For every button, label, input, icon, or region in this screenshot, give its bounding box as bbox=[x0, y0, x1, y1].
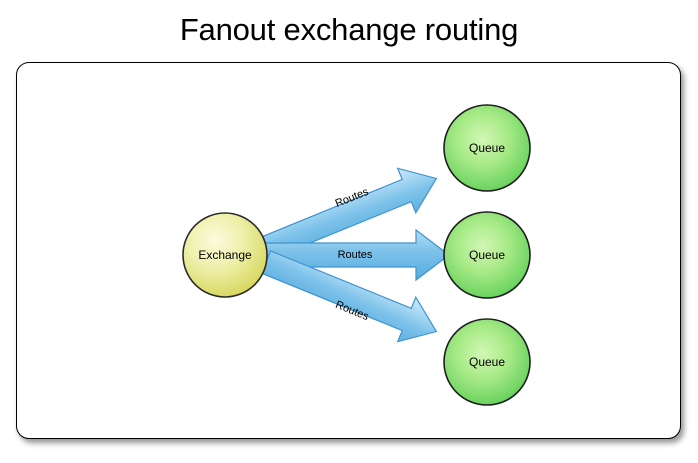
queue-top-circle bbox=[443, 104, 531, 192]
exchange-circle bbox=[182, 212, 268, 298]
queue-middle-label: Queue bbox=[469, 248, 505, 262]
page-title: Fanout exchange routing bbox=[179, 12, 519, 47]
queue-middle-circle bbox=[443, 211, 531, 299]
queue-top-label: Queue bbox=[469, 141, 505, 155]
node-queue-top[interactable]: Queue bbox=[443, 104, 531, 192]
node-queue-middle[interactable]: Queue bbox=[443, 211, 531, 299]
node-exchange[interactable]: Exchange bbox=[182, 212, 268, 298]
edge-top[interactable]: Routes bbox=[257, 156, 445, 270]
queue-bottom-label: Queue bbox=[469, 355, 505, 369]
queue-bottom-circle bbox=[443, 318, 531, 406]
node-queue-bottom[interactable]: Queue bbox=[443, 318, 531, 406]
edge-bottom-arrow bbox=[260, 250, 438, 343]
edge-middle-label: Routes bbox=[338, 249, 373, 261]
exchange-label: Exchange bbox=[198, 248, 252, 262]
